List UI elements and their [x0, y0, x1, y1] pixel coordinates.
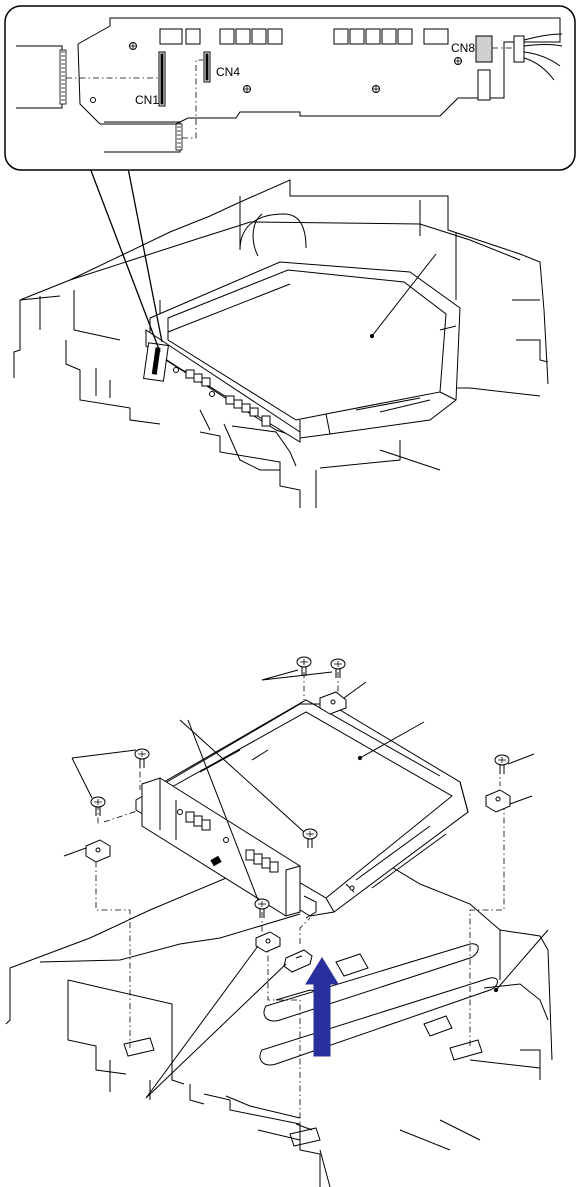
cn1-label: CN1 — [135, 93, 159, 107]
lift-up-arrow-icon — [306, 958, 338, 1056]
laser-unit-bottom — [136, 700, 468, 918]
top-figure: CN1 CN4 CN8 — [5, 6, 575, 508]
laser-unit-top — [144, 254, 460, 442]
screw-icon — [495, 755, 509, 774]
cn8-label: CN8 — [451, 41, 475, 55]
callout-box: CN1 CN4 CN8 — [5, 6, 575, 170]
screw-icon — [135, 749, 149, 768]
bottom-figure — [6, 657, 552, 1187]
cn4-label: CN4 — [216, 65, 240, 79]
